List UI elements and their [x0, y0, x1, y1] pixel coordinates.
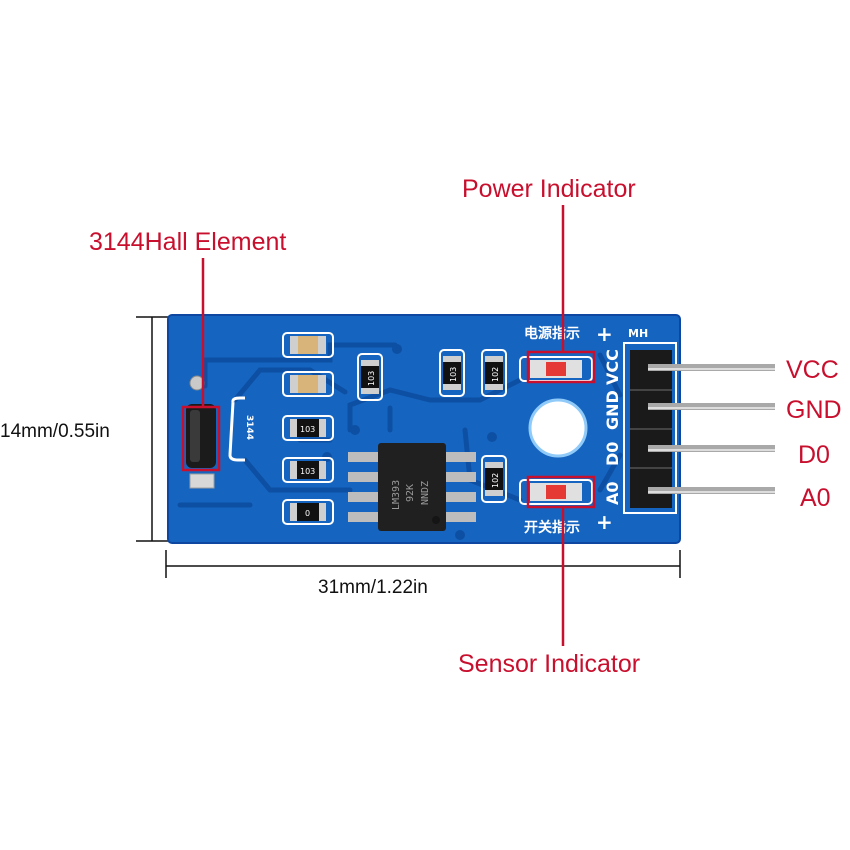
width-label: 31mm/1.22in — [318, 577, 428, 598]
power-callout: Power Indicator — [462, 175, 636, 384]
pin-a0 — [648, 487, 775, 494]
pin-label-d0: D0 — [798, 441, 830, 469]
pin-label-a0: A0 — [800, 484, 831, 512]
resistor: 102 — [481, 349, 507, 397]
resistor: 102 — [481, 455, 507, 503]
pcb-board: 3144 103 103 — [167, 314, 681, 544]
pin-label-vcc: VCC — [786, 356, 839, 384]
width-dimension: 31mm/1.22in — [165, 550, 681, 598]
pin-label-gnd: GND — [786, 396, 842, 424]
sensor-callout-label: Sensor Indicator — [458, 650, 640, 678]
silk-gnd: GND — [603, 390, 622, 430]
hall-callout: 3144Hall Element — [89, 228, 286, 472]
header-label: MH — [628, 327, 648, 340]
resistor-value: 103 — [449, 367, 458, 382]
power-callout-label: Power Indicator — [462, 175, 636, 203]
plus-bottom: + — [596, 510, 613, 534]
chip-marking-line1: LM393 — [391, 480, 402, 510]
silk-a0: A0 — [603, 481, 622, 505]
resistor-value: 103 — [300, 425, 315, 434]
height-dimension: 14mm/0.55in — [0, 316, 170, 542]
power-led-label: 电源指示 — [524, 325, 580, 342]
chip-marking-line2: 92K — [405, 484, 416, 502]
sensor-callout: Sensor Indicator — [458, 475, 640, 678]
silk-vcc: VCC — [603, 349, 622, 385]
pin-d0 — [648, 445, 775, 452]
sensor-led-label: 开关指示 — [524, 519, 580, 536]
resistor-value: 103 — [300, 467, 315, 476]
resistor-value: 103 — [367, 371, 376, 386]
resistor: 103 — [357, 353, 383, 401]
sensor-led — [519, 479, 593, 505]
hall-element — [186, 404, 216, 468]
resistor-value: 102 — [491, 367, 500, 382]
plus-top: + — [596, 322, 613, 346]
hall-marking: 3144 — [244, 415, 254, 440]
pin-gnd — [648, 403, 775, 410]
silk-d0: D0 — [603, 442, 622, 466]
pin-vcc — [648, 364, 775, 371]
hall-callout-label: 3144Hall Element — [89, 228, 286, 256]
pin-header — [630, 350, 775, 508]
pot-value: 0 — [305, 509, 310, 518]
resistor-value: 102 — [491, 473, 500, 488]
resistor: 103 — [282, 457, 334, 483]
potentiometer-pad: 0 — [282, 499, 334, 525]
power-led — [519, 356, 593, 382]
mounting-hole — [528, 398, 588, 458]
capacitor — [282, 332, 334, 358]
height-label: 14mm/0.55in — [0, 421, 110, 442]
resistor: 103 — [282, 415, 334, 441]
chip-marking-line3: NNDZ — [420, 481, 431, 505]
resistor: 103 — [439, 349, 465, 397]
lm393-chip: LM393 92K NNDZ — [348, 443, 476, 531]
capacitor — [282, 371, 334, 397]
